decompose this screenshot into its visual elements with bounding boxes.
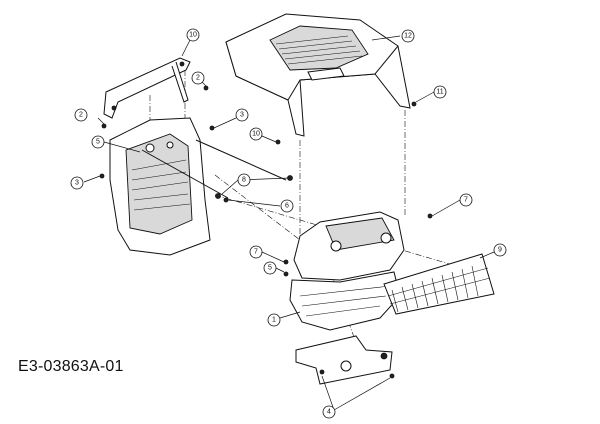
dashboard-bracket (103, 57, 191, 119)
callout-7a: 7 (249, 245, 285, 263)
callout-3a: 3 (70, 175, 101, 190)
callout-3b: 3 (213, 108, 249, 129)
callout-10a: 10 (249, 127, 277, 143)
callout-7b: 7 (431, 193, 473, 217)
svg-text:4: 4 (327, 409, 331, 416)
mounting-bracket (295, 335, 393, 385)
svg-text:11: 11 (436, 89, 443, 96)
svg-text:10: 10 (252, 131, 260, 138)
callout-5a: 5 (91, 135, 141, 153)
callout-10b: 11 (415, 85, 447, 103)
callout-6: 6 (227, 199, 294, 213)
svg-text:5: 5 (268, 265, 272, 272)
svg-text:2: 2 (79, 112, 83, 119)
callout-4: 4 (321, 375, 391, 419)
svg-text:10: 10 (189, 32, 197, 39)
grille-housing (289, 211, 405, 331)
svg-text:2: 2 (196, 75, 200, 82)
svg-text:5: 5 (96, 139, 100, 146)
svg-text:7: 7 (464, 197, 468, 204)
diagram-code: E3-03863A-01 (18, 358, 124, 375)
svg-text:8: 8 (242, 177, 246, 184)
hood (225, 13, 411, 137)
callout-9: 9 (479, 243, 507, 259)
svg-text:3: 3 (75, 180, 79, 187)
support-rod (141, 139, 293, 199)
hood-vents (275, 35, 363, 65)
svg-text:1: 1 (272, 317, 276, 324)
callout-12: 12 (371, 29, 415, 43)
callout-5b: 5 (263, 261, 285, 275)
svg-text:12: 12 (404, 33, 412, 40)
grille-insert (383, 253, 495, 315)
callout-11: 8 (221, 173, 291, 195)
dashboard-panel (109, 117, 211, 256)
callout-1: 1 (267, 311, 301, 327)
callouts: 12 10 2 2 11 3 10 (70, 28, 507, 419)
callout-2a: 2 (74, 108, 105, 125)
svg-text:3: 3 (240, 112, 244, 119)
svg-text:6: 6 (285, 203, 289, 210)
svg-text:7: 7 (254, 249, 258, 256)
callout-2b: 2 (191, 71, 207, 87)
svg-text:9: 9 (498, 247, 502, 254)
callout-8: 10 (181, 28, 200, 57)
